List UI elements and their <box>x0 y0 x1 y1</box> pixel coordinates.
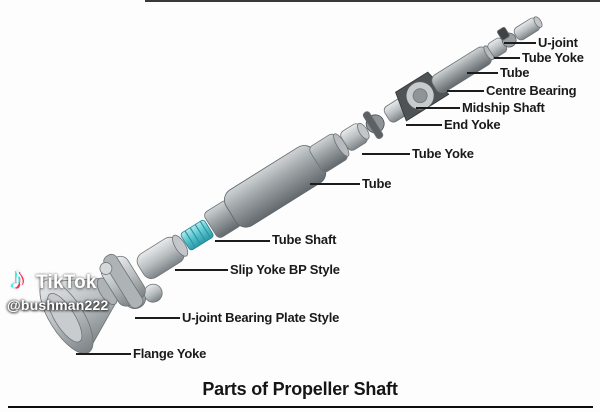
page-title: Parts of Propeller Shaft <box>202 379 398 399</box>
label-tube-yoke-upper: Tube Yoke <box>522 50 584 65</box>
label-tube-lower: Tube <box>362 176 392 191</box>
leader-centre-bearing <box>447 90 484 92</box>
label-u-joint: U-joint <box>538 35 578 50</box>
leader-tube-shaft <box>215 240 270 242</box>
label-midship-shaft: Midship Shaft <box>462 100 545 115</box>
label-u-joint-bearing-plate-style: U-joint Bearing Plate Style <box>182 310 340 325</box>
frame-top-line <box>145 0 600 2</box>
leader-tube-lower <box>310 183 360 185</box>
tube-yoke-part <box>340 111 385 151</box>
label-tube-yoke-lower: Tube Yoke <box>412 146 474 161</box>
label-slip-yoke-bp-style: Slip Yoke BP Style <box>230 262 340 277</box>
label-end-yoke: End Yoke <box>444 117 501 132</box>
u-joint-bearing-plate-part <box>99 253 163 310</box>
label-flange-yoke: Flange Yoke <box>133 346 207 361</box>
midship-shaft-part <box>431 45 495 93</box>
leader-u-joint-bearing-plate <box>135 317 180 319</box>
tiktok-username: @bushman222 <box>7 297 109 313</box>
slip-yoke-part <box>136 234 189 279</box>
tiktok-note-icon: ♪ <box>10 262 25 295</box>
leader-tube-yoke-upper <box>494 57 520 59</box>
leader-midship-shaft <box>416 107 460 109</box>
frame-bottom-line <box>8 406 593 408</box>
leader-tube-yoke-lower <box>362 153 410 155</box>
label-centre-bearing: Centre Bearing <box>486 83 577 98</box>
tube-shaft-part <box>180 219 214 251</box>
leader-slip-yoke <box>175 269 228 271</box>
tiktok-brand-text: TikTok <box>36 272 97 293</box>
leader-end-yoke <box>406 124 442 126</box>
label-tube-shaft: Tube Shaft <box>272 232 337 247</box>
leader-flange-yoke <box>76 353 131 355</box>
leader-u-joint <box>504 42 536 44</box>
tube-part <box>204 133 350 238</box>
label-tube-upper: Tube <box>500 65 530 80</box>
leader-tube-upper <box>467 72 498 74</box>
flange-yoke-part <box>39 277 118 354</box>
